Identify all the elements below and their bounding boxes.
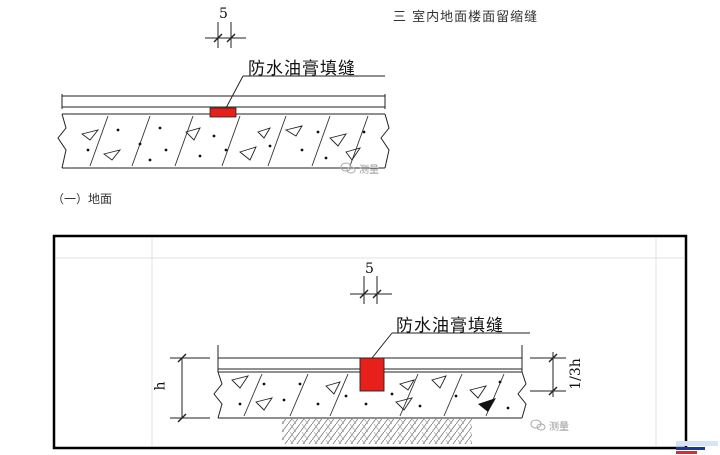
detail-1-watermark: 测量 xyxy=(359,165,379,176)
wechat-icon xyxy=(340,162,356,174)
detail-1-dimension: 5 xyxy=(219,6,228,22)
detail-2-watermark: 测量 xyxy=(549,422,569,433)
site-logo xyxy=(676,441,718,454)
detail-2-dimension: 5 xyxy=(365,261,374,277)
wechat-icon xyxy=(530,419,546,431)
detail-1-joint-label: 防水油膏填缝 xyxy=(248,59,356,79)
page-heading: 三 室内地面楼面留缩缝 xyxy=(393,10,539,25)
detail-2-ratio-label: 1/3h xyxy=(567,358,584,390)
detail-1-ground xyxy=(57,22,390,169)
detail-2-floor xyxy=(170,276,566,444)
detail-1-caption: （一）地面 xyxy=(52,192,113,206)
detail-2-joint-label: 防水油膏填缝 xyxy=(396,316,504,336)
detail-2-height-label: h xyxy=(152,381,169,391)
detail-2-frame xyxy=(52,234,688,450)
